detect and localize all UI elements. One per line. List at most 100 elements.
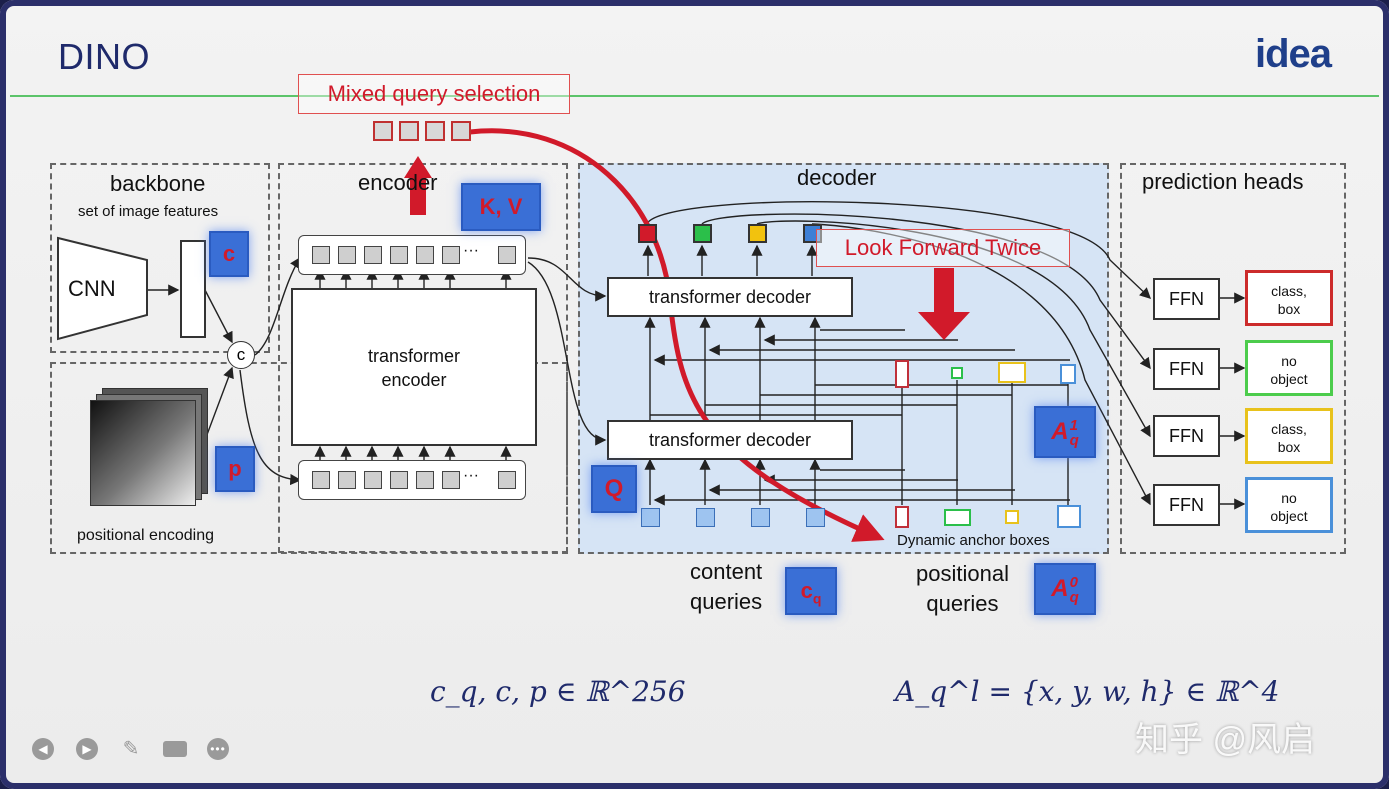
anchor-box-yellow-1 <box>998 362 1026 383</box>
pen-icon[interactable]: ✎ <box>122 738 140 760</box>
more-icon[interactable]: ••• <box>207 738 229 760</box>
output-line1: no <box>1281 353 1297 369</box>
token-cell <box>442 471 460 489</box>
play-icon[interactable]: ▶ <box>76 738 98 760</box>
ffn-label: FFN <box>1169 426 1204 446</box>
ffn-label: FFN <box>1169 289 1204 309</box>
cq-tag: cq <box>785 567 837 615</box>
anchor-box-green-0 <box>944 509 971 526</box>
token-cell <box>338 471 356 489</box>
c-tag: c <box>209 231 249 277</box>
transformer-decoder-top: transformer decoder <box>607 277 853 317</box>
cnn-label: CNN <box>68 276 116 301</box>
a0-tag-letter: A <box>1051 575 1069 602</box>
cq-tag-letter: c <box>800 578 813 603</box>
cnn-trapezoid <box>57 236 148 341</box>
decoder-output-yellow <box>748 224 767 243</box>
decoder-region <box>578 163 1109 554</box>
output-line1: no <box>1281 490 1297 506</box>
decoder-output-red <box>638 224 657 243</box>
ffn-block: FFN <box>1153 278 1220 320</box>
content-query-cell <box>696 508 715 527</box>
anchor-box-red-1 <box>895 360 909 388</box>
transformer-encoder-block: transformer encoder <box>291 288 537 446</box>
anchor-box-blue-1 <box>1060 364 1076 384</box>
image-features-bar <box>180 240 206 338</box>
prediction-heads-title: prediction heads <box>1142 169 1304 194</box>
positional-queries-line2: queries <box>926 591 999 616</box>
content-queries-label: content queries <box>690 557 762 617</box>
watermark: 知乎 @风启 <box>1135 721 1315 759</box>
output-line2: box <box>1277 439 1301 455</box>
token-cell <box>498 471 516 489</box>
anchor-box-blue-0 <box>1057 505 1081 528</box>
token-cell <box>416 471 434 489</box>
decoder-output-green <box>693 224 712 243</box>
ffn-label: FFN <box>1169 359 1204 379</box>
q-tag: Q <box>591 465 637 513</box>
pe-layer <box>90 400 196 506</box>
prev-icon[interactable]: ◀ <box>32 738 54 760</box>
prediction-heads-region <box>1120 163 1346 554</box>
token-cell <box>312 246 330 264</box>
slide-title: DINO <box>58 36 150 77</box>
formula-left: c_q, c, p ∈ ℝ^256 <box>430 675 686 708</box>
formula-right: A_q^l = {x, y, w, h} ∈ ℝ^4 <box>895 675 1280 708</box>
token-ellipsis: ··· <box>463 242 479 259</box>
backbone-subtitle: set of image features <box>78 203 219 220</box>
content-query-cell <box>641 508 660 527</box>
a1-tag-sup: 1 <box>1069 416 1078 434</box>
output-line2: box <box>1277 301 1301 317</box>
ffn-label: FFN <box>1169 495 1204 515</box>
anchor-box-green-1 <box>951 367 963 379</box>
p-tag: p <box>215 446 255 492</box>
a1-tag-sub: q <box>1069 431 1079 449</box>
output-class-box-yellow: class, box <box>1245 408 1333 464</box>
camera-icon[interactable] <box>163 741 187 757</box>
cq-tag-sub: q <box>812 590 822 607</box>
ffn-block: FFN <box>1153 348 1220 390</box>
output-line1: class, <box>1271 283 1307 299</box>
token-cell <box>416 246 434 264</box>
token-cell <box>442 246 460 264</box>
backbone-title: backbone <box>110 171 206 196</box>
token-cell <box>390 471 408 489</box>
content-queries-line2: queries <box>690 589 763 614</box>
positional-queries-line1: positional <box>916 561 1009 586</box>
output-class-box-red: class, box <box>1245 270 1333 326</box>
ffn-block: FFN <box>1153 484 1220 526</box>
encoder-title: encoder <box>358 170 438 195</box>
ffn-block: FFN <box>1153 415 1220 457</box>
content-query-cell <box>806 508 825 527</box>
idea-logo: idea <box>1255 32 1332 76</box>
output-no-object-blue: no object <box>1245 477 1333 533</box>
a0-tag-sub: q <box>1069 588 1079 606</box>
output-line2: object <box>1270 508 1308 524</box>
transformer-decoder-bottom: transformer decoder <box>607 420 853 460</box>
transformer-encoder-label: transformer encoder <box>367 346 461 390</box>
output-line1: class, <box>1271 421 1307 437</box>
token-cell <box>390 246 408 264</box>
kv-tag: K, V <box>461 183 541 231</box>
concat-node: c <box>227 341 255 369</box>
dynamic-anchor-boxes-label: Dynamic anchor boxes <box>897 532 1050 549</box>
backbone-region <box>50 163 270 353</box>
query-cell <box>399 121 419 141</box>
decoder-output-blue <box>803 224 822 243</box>
query-cell <box>373 121 393 141</box>
positional-encoding-label: positional encoding <box>77 527 214 544</box>
output-line2: object <box>1270 371 1308 387</box>
content-query-cell <box>751 508 770 527</box>
token-cell <box>364 471 382 489</box>
token-cell <box>364 246 382 264</box>
anchor-box-yellow-0 <box>1005 510 1019 524</box>
look-forward-twice-label: Look Forward Twice <box>816 229 1070 267</box>
token-cell <box>312 471 330 489</box>
encoder-input-tokens: ··· <box>298 460 526 500</box>
encoder-output-tokens: ··· <box>298 235 526 275</box>
a1-tag-letter: A <box>1051 418 1069 445</box>
